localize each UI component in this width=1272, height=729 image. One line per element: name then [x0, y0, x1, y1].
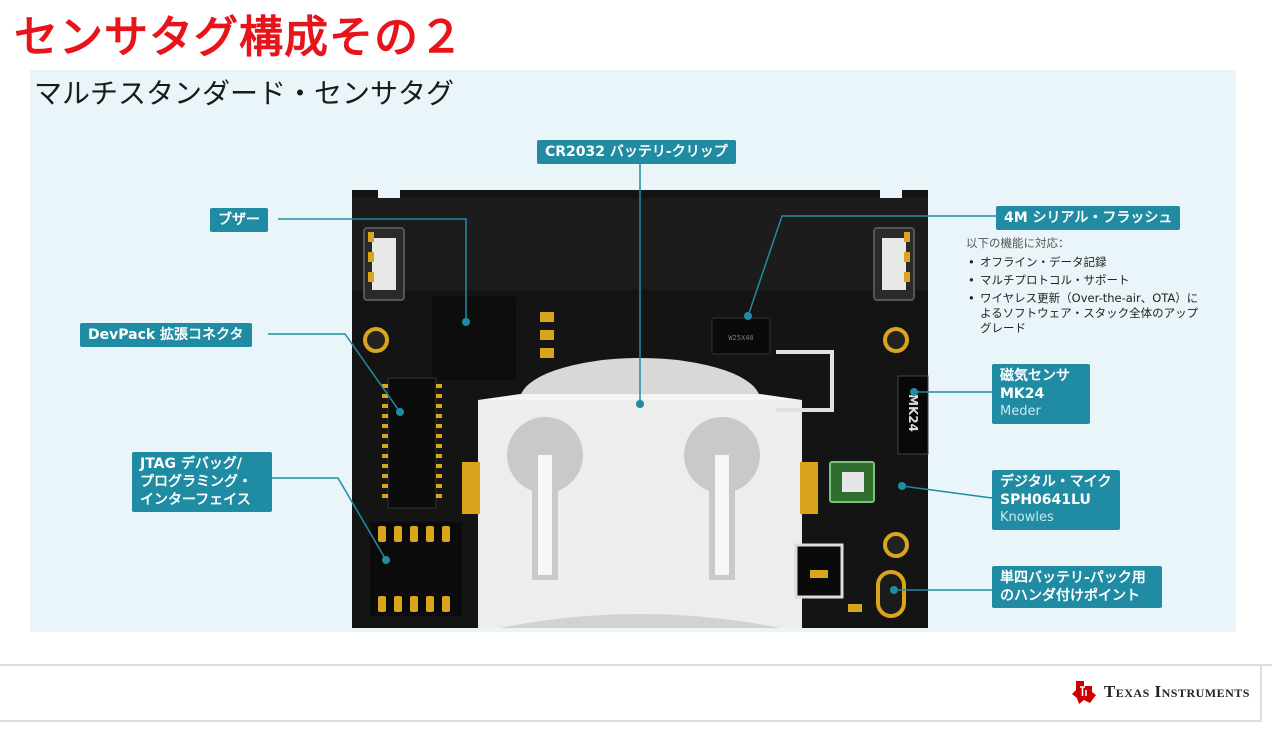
callout-mic-part: SPH0641LU [1000, 492, 1091, 508]
callout-solder-line2: のハンダ付けポイント [1000, 588, 1140, 604]
flash-feature-list: 以下の機能に対応： オフライン・データ記録 マルチプロトコル・サポート ワイヤレ… [966, 236, 1206, 339]
flash-chip [711, 317, 771, 355]
magnetic-sensor-marking: MK24 [906, 394, 920, 432]
callout-magnetic: 磁気センサ MK24 Meder [992, 364, 1090, 424]
callout-magnetic-name: 磁気センサ [1000, 368, 1070, 384]
feature-item: ワイヤレス更新（Over-the-air、OTA）によるソフトウェア・スタック全… [966, 291, 1206, 336]
callout-buzzer: ブザー [210, 208, 268, 232]
footer-frame [0, 666, 1262, 722]
ti-logo: Texas Instruments [1070, 678, 1250, 706]
callout-flash: 4M シリアル・フラッシュ [996, 206, 1181, 230]
callout-mic-name: デジタル・マイク [1000, 474, 1112, 490]
buzzer-component [432, 296, 516, 380]
leader-flash [747, 215, 998, 317]
leader-jtag [270, 477, 387, 561]
callout-solder: 単四バッテリ-パック用 のハンダ付けポイント [992, 566, 1162, 608]
jtag-pins [378, 526, 450, 612]
callout-jtag: JTAG デバッグ/ プログラミング・ インターフェイス [132, 452, 272, 512]
ti-state-icon [1071, 681, 1096, 704]
ti-wordmark: Texas Instruments [1103, 682, 1250, 701]
callout-jtag-line3: インターフェイス [140, 492, 251, 508]
callout-magnetic-part: MK24 [1000, 386, 1045, 402]
slide-title: センサタグ構成その２ [14, 12, 464, 63]
callout-magnetic-maker: Meder [1000, 404, 1041, 419]
feature-heading: 以下の機能に対応： [966, 236, 1070, 250]
feature-item: マルチプロトコル・サポート [966, 273, 1206, 288]
feature-items: オフライン・データ記録 マルチプロトコル・サポート ワイヤレス更新（Over-t… [966, 255, 1206, 336]
mount-hole-left [363, 327, 389, 353]
flash-chip-marking: W25X40 [728, 334, 753, 342]
solder-pad [876, 570, 906, 618]
callout-jtag-line1: JTAG デバッグ/ [140, 456, 242, 472]
battery-clip-tab-left [462, 462, 480, 514]
battery-clip-tab-right [800, 462, 818, 514]
devpack-pins [382, 384, 442, 498]
footer-divider [0, 664, 1272, 666]
callout-devpack: DevPack 拡張コネクタ [80, 323, 252, 347]
leader-devpack [268, 333, 401, 413]
mount-hole-bottom-right [883, 532, 909, 558]
leader-buzzer [278, 218, 467, 322]
callout-jtag-line2: プログラミング・ [140, 474, 252, 490]
mount-hole-right [883, 327, 909, 353]
panel-subtitle: マルチスタンダード・センサタグ [34, 77, 455, 110]
callout-battery-clip: CR2032 バッテリ-クリップ [537, 140, 736, 164]
devpack-connector [387, 377, 437, 509]
callout-mic-maker: Knowles [1000, 510, 1054, 525]
callout-mic: デジタル・マイク SPH0641LU Knowles [992, 470, 1120, 530]
feature-item: オフライン・データ記録 [966, 255, 1206, 270]
callout-solder-line1: 単四バッテリ-パック用 [1000, 570, 1146, 586]
leader-mic [901, 485, 993, 499]
